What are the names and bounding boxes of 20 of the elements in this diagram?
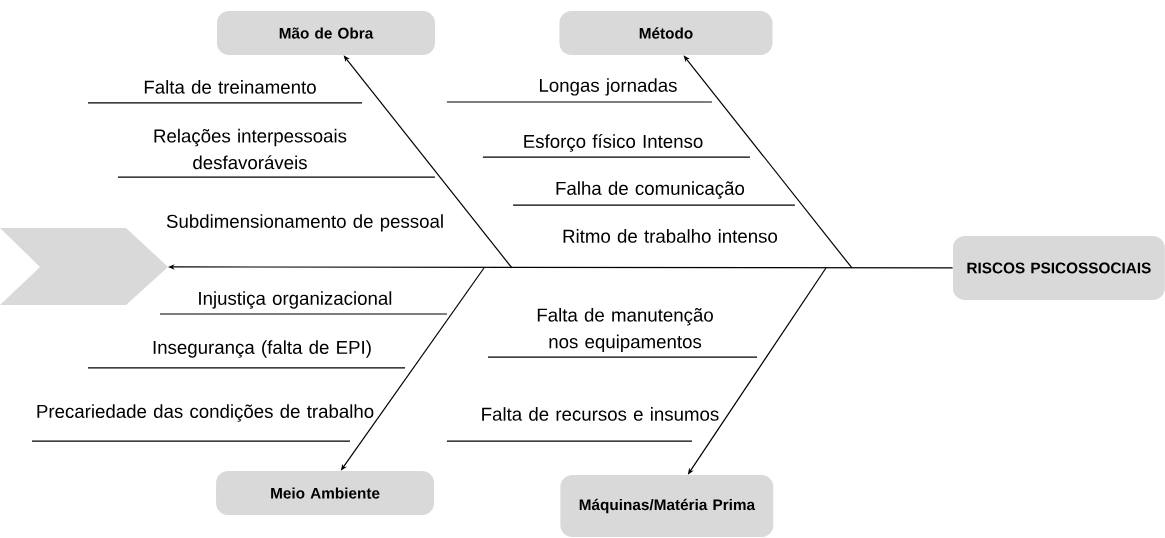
bone-arrow [683, 55, 853, 269]
chevron-shape [0, 228, 168, 306]
cause-label: Subdimensionamento de pessoal [166, 214, 443, 232]
cause-label: Ritmo de trabalho intenso [563, 229, 778, 243]
cause-label: Precariedade das condições de trabalho [37, 404, 374, 422]
category-box: Mão de Obra [217, 11, 435, 56]
cause-label: Falta de treinamento [144, 80, 316, 94]
bone-arrow [343, 55, 513, 269]
category-box: RISCOS PSICOSSOCIAIS [952, 236, 1165, 300]
cause-label: Injustiça organizacional [199, 291, 392, 309]
category-box: Método [559, 11, 773, 56]
cause-label: Insegurança (falta de EPI) [153, 340, 371, 358]
category-box: Máquinas/Matéria Prima [560, 475, 774, 537]
cause-label: Falta de recursos e insumos [482, 407, 719, 421]
cause-label: Relações interpessoais desfavoráveis [154, 128, 347, 170]
cause-label: Falta de manutenção nos equipamentos [537, 307, 713, 352]
cause-label: Falha de comunicação [556, 181, 745, 199]
cause-label: Longas jornadas [539, 78, 677, 96]
category-box: Meio Ambiente [216, 471, 435, 516]
cause-label: Esforço físico Intenso [524, 134, 703, 152]
